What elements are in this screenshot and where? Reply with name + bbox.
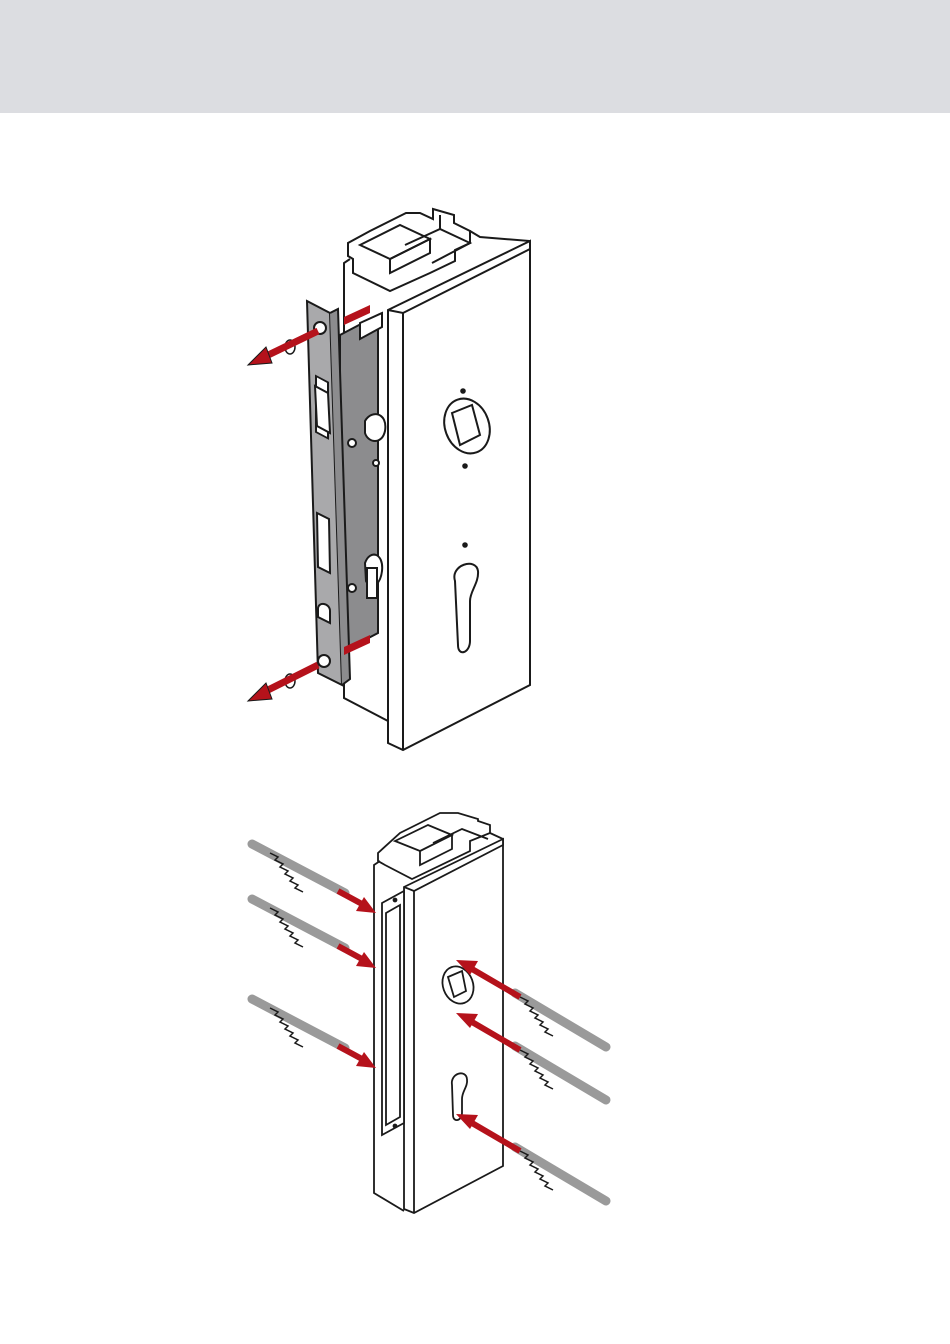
drill-bit-right-3 xyxy=(515,1147,606,1201)
arrow-out-icon xyxy=(248,347,272,365)
drill-bit-left-1 xyxy=(252,844,345,893)
arrow-in-left-1 xyxy=(338,891,376,913)
figure-drill-holes xyxy=(0,773,950,1344)
arrow-in-left-3 xyxy=(338,1046,376,1068)
remove-lock-illustration xyxy=(0,113,950,773)
drill-holes-illustration xyxy=(0,773,950,1344)
arrow-in-left-2 xyxy=(338,946,376,968)
drill-bit-left-2 xyxy=(252,899,345,948)
arrow-out-lower xyxy=(248,635,370,701)
lock-slot xyxy=(382,891,404,1135)
profile-front-face-small xyxy=(404,839,503,1213)
drill-bit-left-3 xyxy=(252,999,345,1048)
drill-bit-right-2 xyxy=(515,1046,606,1100)
arrow-out-icon xyxy=(248,683,272,701)
header-band xyxy=(0,0,950,113)
figure-remove-lock xyxy=(0,113,950,773)
drill-bit-right-1 xyxy=(515,993,606,1047)
profile-front-face xyxy=(388,241,530,750)
